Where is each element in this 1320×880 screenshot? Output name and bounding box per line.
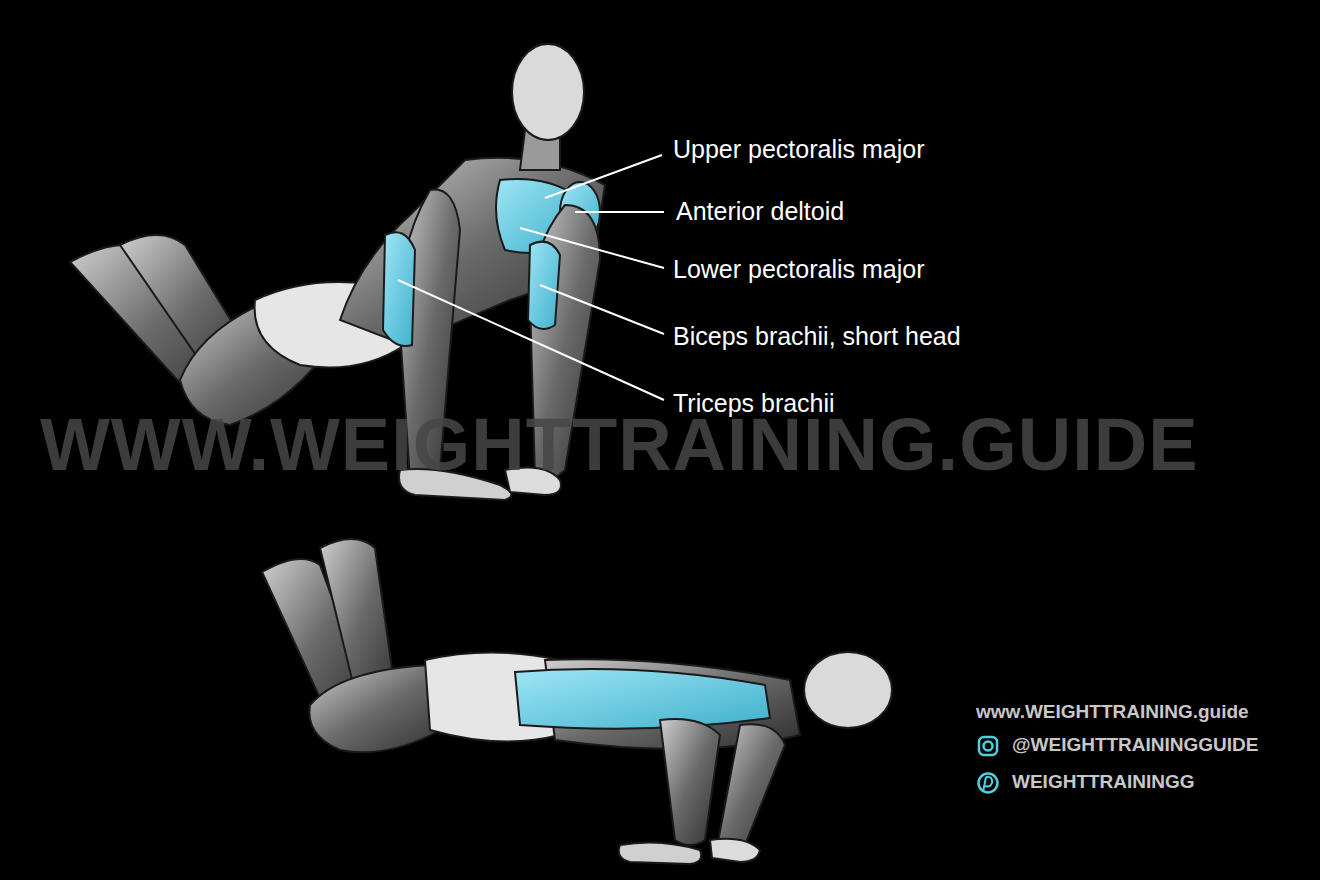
social-icons: [979, 737, 998, 793]
website-text: www.WEIGHTTRAINING.guide: [976, 702, 1249, 723]
instagram-handle: @WEIGHTTRAININGGUIDE: [1012, 735, 1259, 756]
muscle-label: Anterior deltoid: [676, 198, 844, 226]
lower-figure: [262, 539, 892, 864]
watermark: WWW.WEIGHTTRAINING.GUIDE: [40, 408, 1199, 482]
muscle-label: Lower pectoralis major: [673, 256, 925, 284]
muscle-label: Upper pectoralis major: [673, 136, 925, 164]
leader-lines: [398, 155, 664, 400]
muscle-label: Biceps brachii, short head: [673, 323, 961, 351]
pinterest-handle: WEIGHTTRAININGG: [1012, 772, 1195, 793]
